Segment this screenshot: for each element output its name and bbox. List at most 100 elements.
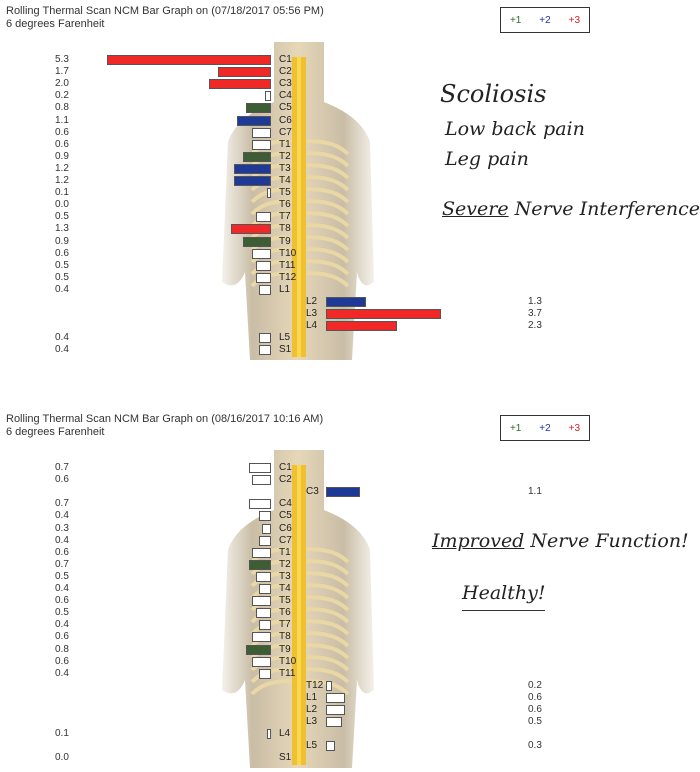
value-label-t9: 0.9: [55, 235, 69, 247]
segment-label-t10: T10: [279, 247, 297, 259]
chart-subtitle: 6 degrees Farenheit: [6, 426, 105, 438]
value-label-t4: 0.4: [55, 583, 69, 594]
bar-t1: [252, 547, 271, 558]
legend-plus3: +3: [568, 14, 581, 26]
value-label-t9: 0.8: [55, 643, 69, 655]
segment-label-l2: L2: [306, 296, 318, 307]
bar-c7: [252, 127, 271, 138]
value-label-c2: 0.6: [55, 474, 69, 486]
value-label-t12: 0.2: [528, 679, 542, 691]
segment-label-t9: T9: [279, 235, 291, 247]
bar-s1: [258, 345, 271, 356]
value-label-t4: 1.2: [55, 175, 69, 186]
bar-c5: [258, 511, 271, 522]
bar-l4: [326, 321, 398, 332]
value-label-t5: 0.6: [55, 595, 69, 607]
value-label-t12: 0.5: [55, 271, 69, 283]
bar-c4: [264, 91, 271, 102]
value-label-l2: 0.6: [528, 704, 542, 715]
bar-t12: [326, 680, 333, 691]
value-label-l3: 3.7: [528, 308, 542, 320]
bar-l5: [258, 333, 271, 344]
segment-label-c6: C6: [279, 522, 292, 534]
value-label-t3: 0.5: [55, 570, 69, 582]
value-label-l1: 0.6: [528, 691, 542, 703]
segment-label-t4: T4: [279, 583, 291, 594]
segment-label-t5: T5: [279, 187, 291, 199]
bar-c4: [249, 499, 271, 510]
chart-subtitle: 6 degrees Farenheit: [6, 18, 105, 30]
bar-t10: [252, 656, 271, 667]
value-label-t11: 0.4: [55, 667, 69, 679]
segment-label-t3: T3: [279, 162, 291, 174]
segment-label-s1: S1: [279, 344, 292, 356]
value-label-l3: 0.5: [528, 716, 542, 728]
value-label-t10: 0.6: [55, 655, 69, 667]
legend: +1 +2 +3: [500, 415, 590, 441]
value-label-t10: 0.6: [55, 247, 69, 259]
bar-c7: [258, 535, 271, 546]
bar-t5: [267, 188, 271, 199]
segment-label-t4: T4: [279, 175, 291, 186]
value-label-t6: 0.0: [55, 199, 69, 211]
bar-t12: [255, 272, 271, 283]
segment-label-t12: T12: [279, 271, 297, 283]
segment-label-c7: C7: [279, 126, 292, 138]
value-label-t7: 0.5: [55, 211, 69, 223]
bar-c1: [249, 463, 271, 473]
segment-label-l5: L5: [279, 332, 291, 344]
bar-c6: [236, 115, 271, 126]
value-label-c3: 2.0: [55, 78, 69, 90]
bar-t3: [255, 571, 271, 582]
segment-label-l1: L1: [306, 691, 318, 703]
segment-label-l3: L3: [306, 716, 318, 728]
value-label-t2: 0.7: [55, 558, 69, 570]
value-label-c5: 0.8: [55, 102, 69, 114]
segment-label-t6: T6: [279, 607, 291, 619]
bar-t1: [252, 139, 271, 150]
value-label-c1: 0.7: [55, 462, 69, 473]
bar-c2: [252, 475, 271, 486]
legend: +1 +2 +3: [500, 7, 590, 33]
bar-t8: [252, 632, 271, 643]
segment-label-t10: T10: [279, 655, 297, 667]
segment-label-c5: C5: [279, 102, 292, 114]
bar-l2: [326, 705, 345, 715]
value-label-t8: 1.3: [55, 223, 69, 235]
bar-t9: [243, 236, 271, 247]
note-severe: Severe: [442, 198, 509, 220]
bar-l3: [326, 309, 441, 320]
segment-label-t9: T9: [279, 643, 291, 655]
bar-c2: [218, 67, 271, 78]
segment-label-l5: L5: [306, 740, 318, 752]
segment-label-t7: T7: [279, 211, 291, 223]
note-healthy: Healthy!: [462, 582, 546, 611]
value-label-s1: 0.4: [55, 344, 69, 356]
segment-label-t8: T8: [279, 223, 291, 235]
bar-l1: [258, 284, 271, 295]
bar-t4: [233, 176, 271, 186]
segment-label-c4: C4: [279, 498, 292, 510]
segment-label-l4: L4: [306, 320, 318, 332]
segment-label-c3: C3: [306, 486, 319, 498]
segment-label-c1: C1: [279, 54, 292, 65]
segment-label-c2: C2: [279, 66, 292, 78]
chart-title: Rolling Thermal Scan NCM Bar Graph on (0…: [6, 413, 324, 425]
segment-label-c1: C1: [279, 462, 292, 473]
value-label-t8: 0.6: [55, 631, 69, 643]
value-label-l4: 0.1: [55, 728, 69, 740]
segment-label-c7: C7: [279, 534, 292, 546]
segment-label-l4: L4: [279, 728, 291, 740]
value-label-t5: 0.1: [55, 187, 69, 199]
value-label-t1: 0.6: [55, 546, 69, 558]
value-label-c6: 1.1: [55, 114, 69, 126]
segment-label-t5: T5: [279, 595, 291, 607]
value-label-l1: 0.4: [55, 283, 69, 295]
note-severe-nerve-interference: Severe Nerve Interference!: [442, 198, 700, 220]
legend-plus3: +3: [568, 422, 581, 434]
segment-label-s1: S1: [279, 752, 292, 764]
bar-l3: [326, 717, 342, 728]
bar-c1: [106, 55, 271, 65]
segment-label-t11: T11: [279, 667, 296, 679]
bar-t3: [233, 163, 271, 174]
